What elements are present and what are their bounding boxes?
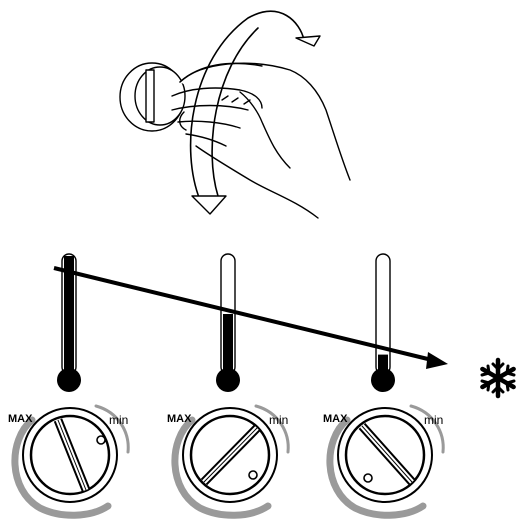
thermometer-1 — [57, 253, 81, 392]
snowflake-icon — [480, 357, 516, 399]
dial-1: MAX min — [8, 404, 130, 519]
dial-max-label: MAX — [8, 413, 33, 425]
dial-min-label: min — [424, 413, 443, 427]
decreasing-temperature-arrow-icon — [53, 266, 448, 369]
thermometer-2 — [216, 253, 240, 392]
dial-indicator-dot — [96, 435, 106, 445]
rotation-arrows-icon — [189, 10, 305, 201]
dial-max-label: MAX — [323, 413, 348, 425]
dial-max-label: MAX — [167, 413, 192, 425]
dial-indicator-dot — [363, 473, 373, 483]
dial-2: MAX min — [167, 404, 290, 519]
dial-indicator-dot — [248, 470, 258, 480]
dial-min-label: min — [269, 413, 288, 427]
hand-turning-knob-icon — [119, 10, 351, 219]
dial-3: MAX min — [323, 404, 445, 519]
thermometer-3 — [371, 253, 395, 392]
dial-min-label: min — [109, 413, 128, 427]
